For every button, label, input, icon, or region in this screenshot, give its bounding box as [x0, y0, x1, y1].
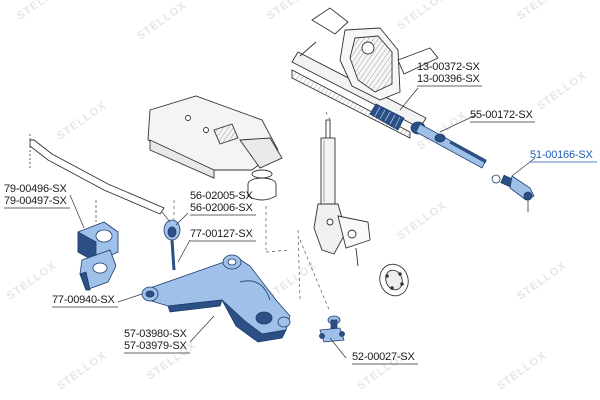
- ball-joint: [319, 315, 345, 343]
- watermark-text: STELLOX: [515, 260, 569, 303]
- steering-rack: [291, 7, 439, 139]
- watermark-text: STELLOX: [55, 100, 109, 143]
- leader-lines: [69, 87, 536, 359]
- label-57-03979-sx: 57-03979-SX: [124, 340, 187, 352]
- lower-control-arm: [147, 254, 291, 343]
- label-51-00166-sx: 51-00166-SX: [530, 149, 593, 161]
- brake-disc: [379, 263, 409, 297]
- watermark-text: STELLOX: [135, 0, 189, 42]
- rack-boot: [369, 103, 405, 131]
- outer-tie-rod-end: [491, 174, 535, 212]
- label-52-00027-sx: 52-00027-SX: [352, 351, 415, 363]
- stabilizer-link: [161, 211, 181, 271]
- label-13-00396-sx: 13-00396-SX: [417, 73, 480, 85]
- watermark-text: STELLOX: [55, 350, 109, 393]
- assembly-lines: [173, 111, 331, 313]
- label-79-00497-sx: 79-00497-SX: [4, 195, 67, 207]
- label-13-00372-sx: 13-00372-SX: [417, 61, 480, 73]
- label-57-03980-sx: 57-03980-SX: [124, 328, 187, 340]
- stabilizer-bar: [29, 134, 165, 215]
- watermark-text: STELLOX: [395, 200, 449, 243]
- label-77-00127-sx: 77-00127-SX: [190, 228, 253, 240]
- watermark-text: STELLOX: [515, 0, 569, 22]
- label-56-02006-sx: 56-02006-SX: [190, 202, 253, 214]
- subframe: [147, 95, 283, 201]
- label-79-00496-sx: 79-00496-SX: [4, 183, 67, 195]
- watermark-text: STELLOX: [15, 0, 69, 22]
- watermark-text: STELLOX: [265, 0, 319, 22]
- label-77-00940-sx: 77-00940-SX: [52, 294, 115, 306]
- watermark-text: STELLOX: [395, 0, 449, 32]
- strut: [313, 119, 371, 267]
- stabilizer-bushing: [77, 200, 119, 291]
- inner-tie-rod: [410, 121, 487, 169]
- arm-bushing-rear: [141, 286, 159, 302]
- watermark-text: STELLOX: [535, 70, 589, 113]
- label-55-00172-sx: 55-00172-SX: [470, 109, 533, 121]
- watermark-text: STELLOX: [5, 260, 59, 303]
- label-56-02005-sx: 56-02005-SX: [190, 190, 253, 202]
- watermark-text: STELLOX: [495, 350, 549, 393]
